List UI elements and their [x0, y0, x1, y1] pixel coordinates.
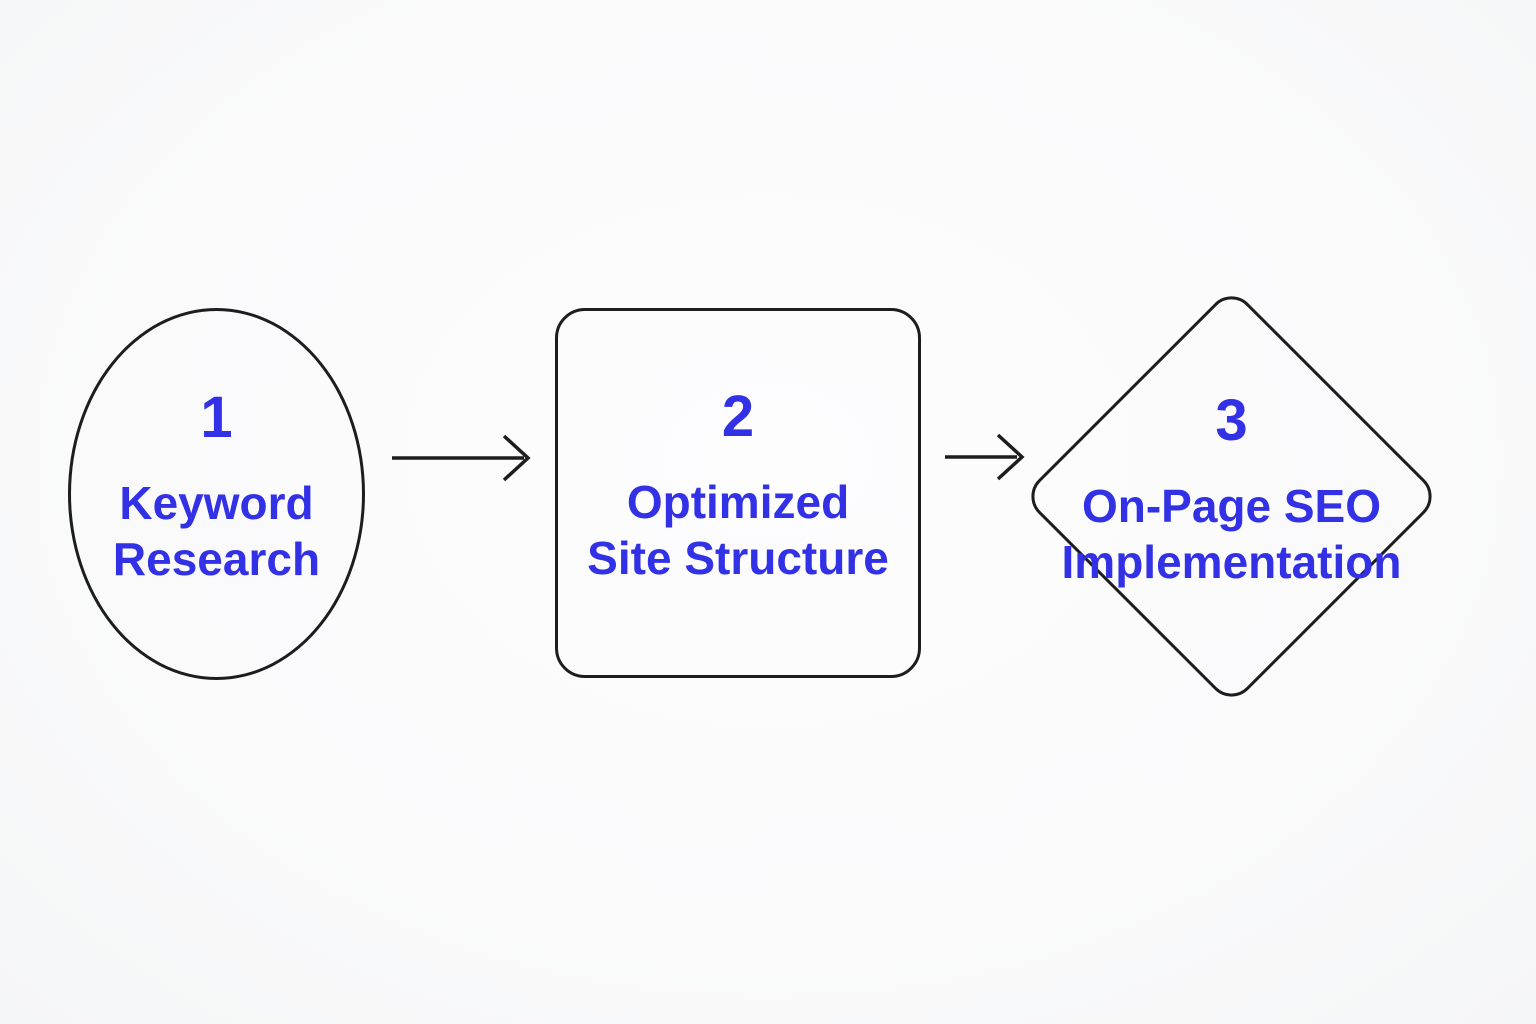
arrow-step2-to-step3: [945, 433, 1025, 481]
step-label-line: Keyword: [119, 477, 314, 529]
step-number: 2: [721, 384, 755, 449]
step-number: 3: [1215, 387, 1248, 453]
node-content: 1 Keyword Research: [71, 305, 362, 671]
flow-node-optimized-site-structure: 2 Optimized Site Structure: [555, 308, 921, 678]
step-label-line: Optimized: [626, 476, 850, 528]
arrow-step1-to-step2: [392, 434, 531, 482]
step-label-line: On-Page SEO: [1081, 479, 1382, 532]
node-content: 3 On-Page SEO Implementation: [1012, 387, 1452, 590]
step-label-line: Implementation: [1061, 535, 1402, 588]
step-number: 1: [200, 385, 233, 450]
step-label-line: Research: [112, 533, 321, 585]
flow-node-keyword-research: 1 Keyword Research: [68, 308, 365, 680]
node-content: 2 Optimized Site Structure: [558, 305, 918, 669]
step-label-line: Site Structure: [587, 532, 889, 584]
flow-node-onpage-seo-implementation: 3 On-Page SEO Implementation: [1021, 286, 1442, 707]
